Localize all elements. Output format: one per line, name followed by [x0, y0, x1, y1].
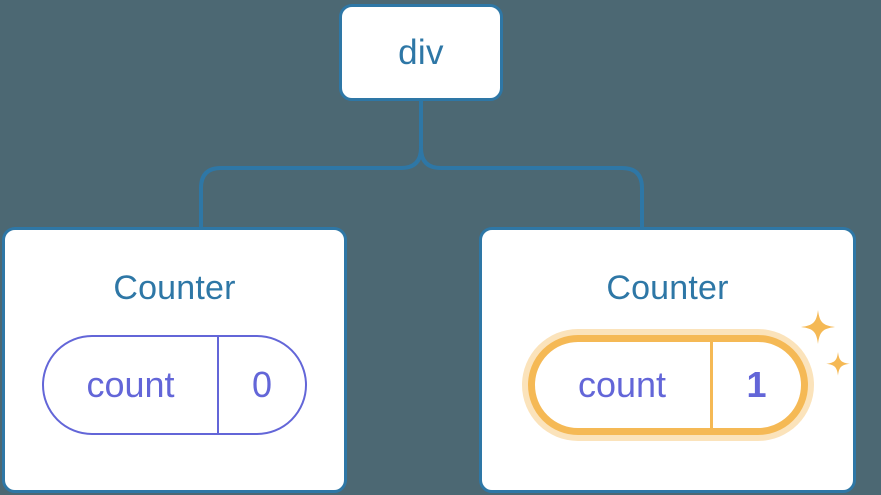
- state-value-cell: 1: [709, 342, 801, 428]
- sparkle-icon: [800, 310, 835, 344]
- node-counter-left[interactable]: Counter count 0: [2, 227, 347, 493]
- counter-title: Counter: [113, 269, 236, 307]
- state-key-label: count: [86, 364, 175, 405]
- state-key-cell: count: [535, 342, 710, 428]
- sparkle-icon: [825, 352, 850, 376]
- connector-right: [419, 146, 644, 229]
- state-pill-highlighted[interactable]: count 1: [527, 335, 808, 435]
- node-div-label: div: [398, 32, 444, 72]
- counter-title: Counter: [606, 269, 729, 307]
- state-key-label: count: [577, 364, 667, 405]
- state-value-label: 0: [251, 364, 273, 405]
- state-pill[interactable]: count 0: [42, 335, 307, 435]
- connector-left: [199, 146, 423, 229]
- state-pill-wrapper: count 1: [527, 310, 850, 435]
- state-value-cell: 0: [217, 337, 305, 433]
- node-counter-right[interactable]: Counter count 1: [479, 227, 856, 493]
- state-pill-wrapper: count 0: [42, 335, 307, 435]
- node-div[interactable]: div: [339, 4, 503, 101]
- state-key-cell: count: [44, 337, 217, 433]
- state-value-label: 1: [746, 364, 767, 405]
